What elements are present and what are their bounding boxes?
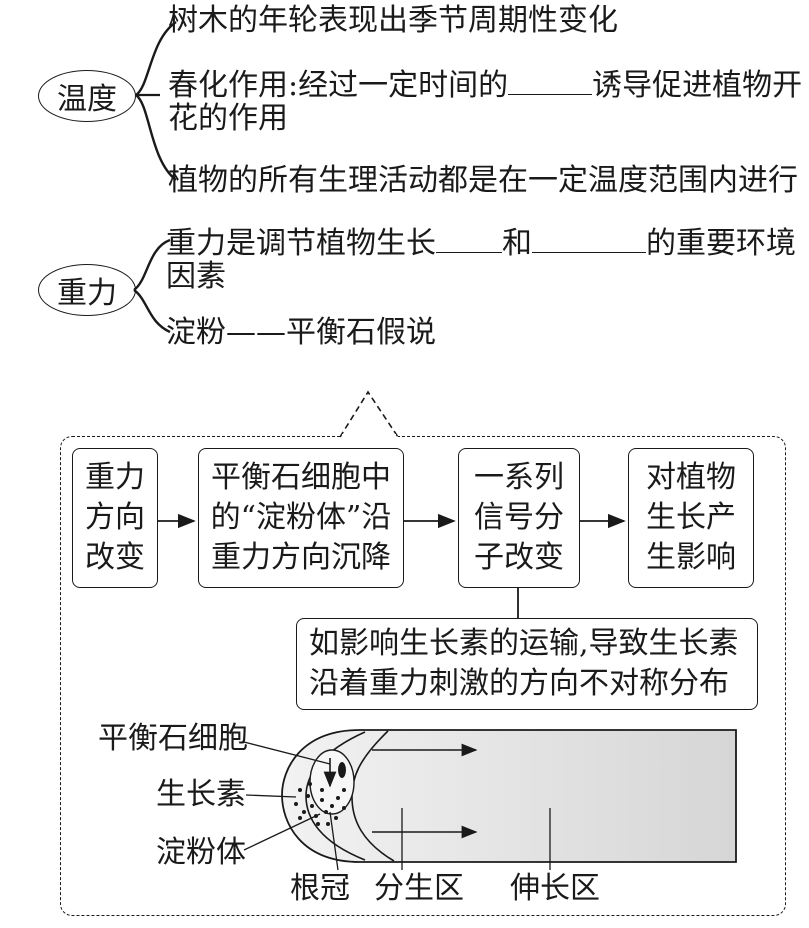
temperature-item-2: 春化作用:经过一定时间的 诱导促进植物开 [168,68,802,103]
label-amyloplast: 淀粉体 [156,835,246,870]
label-elongation: 伸长区 [510,871,600,906]
leader-root-cap [329,811,339,871]
gravity-node: 重力 [38,264,136,316]
temperature-item-3: 植物的所有生理活动都是在一定温度范围内进行 [168,163,798,198]
gravity-item-1-pre: 重力是调节植物生长 [166,226,436,261]
fill-blank-2 [436,226,502,253]
temperature-item-1: 树木的年轮表现出季节周期性变化 [168,3,618,38]
flow-box-gravity-change: 重力 方向 改变 [72,448,158,588]
label-auxin: 生长素 [156,777,246,812]
gravity-label: 重力 [57,276,117,311]
temperature-node: 温度 [38,70,136,122]
label-statocyte: 平衡石细胞 [98,721,248,756]
flow-box-amyloplast-settling: 平衡石细胞中 的“淀粉体”沿 重力方向沉降 [198,448,404,588]
note-box-auxin-transport: 如影响生长素的运输,导致生长素 沿着重力刺激的方向不对称分布 [296,618,758,710]
label-meristem: 分生区 [374,871,464,906]
temperature-item-2-line-2: 花的作用 [168,101,288,136]
leader-auxin [245,794,297,798]
temperature-item-2-post: 诱导促进植物开 [592,68,803,103]
fill-blank-1 [508,68,593,95]
gravity-item-1-line-2: 因素 [166,259,226,294]
leader-amyloplast [243,813,321,851]
flow-box-signal-molecules: 一系列 信号分 子改变 [458,448,580,588]
temperature-item-2-pre: 春化作用:经过一定时间的 [168,68,509,103]
gravity-item-1: 重力是调节植物生长 和 的重要环境 [166,226,796,261]
label-root-cap: 根冠 [290,871,350,906]
temperature-label: 温度 [57,82,117,117]
amyloplast-blob [338,762,346,778]
gravity-item-1-mid: 和 [502,226,532,261]
flow-box-growth-effect: 对植物 生长产 生影响 [628,448,754,588]
gravity-item-2: 淀粉——平衡石假说 [166,315,436,350]
expansion-frame [60,436,786,916]
gravity-item-1-post: 的重要环境 [646,226,796,261]
root-outline [281,729,737,863]
leader-statocyte [243,741,331,765]
fill-blank-3 [532,226,646,253]
